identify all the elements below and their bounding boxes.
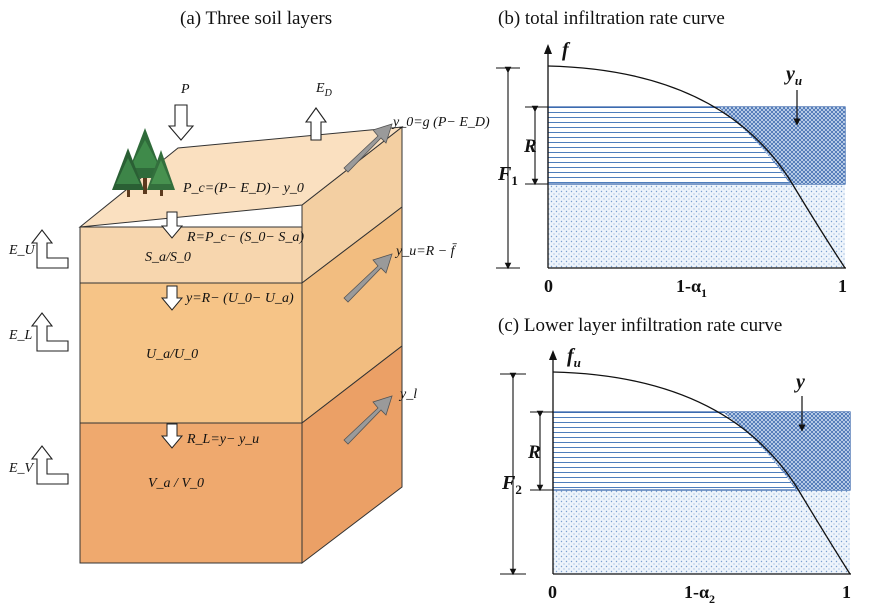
lower-storage-label: U_a/U_0 (146, 347, 198, 362)
panel-b-f1-label: F1 (497, 163, 518, 188)
upper-storage-label: S_a/S_0 (145, 250, 191, 265)
soil-front-upper-layer (79, 226, 303, 284)
panel-c-y-label: y (794, 371, 805, 393)
surface-runoff-arrow-icon (343, 123, 393, 173)
panel-a-title: (a) Three soil layers (180, 8, 332, 29)
soil-front-deep-layer (79, 422, 303, 564)
tree-icon (112, 128, 175, 197)
panel-c-infiltration-curve (552, 371, 851, 575)
panel-b-yu-label: yu (784, 63, 802, 88)
precip-arrow-icon (167, 104, 195, 141)
panel-b-xtick-1-alpha: 1-α1 (676, 276, 707, 300)
evap-lower-label: E_L (8, 328, 33, 343)
panel-b-xtick-0: 0 (544, 276, 553, 296)
panel-c-lower-layer-infiltration-curve: (c) Lower layer infiltration rate curve … (498, 315, 851, 606)
panel-c-y-area (723, 412, 850, 490)
evap-top-label: ED (315, 81, 333, 99)
interflow-arrow-icon (343, 253, 393, 303)
panel-b-dotted-area (548, 184, 845, 268)
panel-c-xtick-1: 1 (842, 582, 851, 602)
panel-c-title: (c) Lower layer infiltration rate curve (498, 315, 782, 336)
panel-c-xtick-0: 0 (548, 582, 557, 602)
evap-deep-arrow-icon (30, 445, 69, 485)
evap-upper-label: E_U (8, 243, 36, 258)
panel-c-dotted-area (553, 490, 850, 574)
panel-b-infiltration-curve (547, 65, 846, 269)
precip-label: P (180, 82, 190, 97)
panel-c-r-label: R (527, 442, 541, 463)
evap-top-arrow-icon (304, 107, 328, 141)
panel-c-y-axis-label: fu (567, 345, 581, 370)
soil-front-lower-layer (79, 282, 303, 424)
panel-c-f2-label: F2 (501, 472, 522, 497)
panel-b-title: (b) total infiltration rate curve (498, 8, 725, 29)
panel-c-y-axis-arrow-icon (549, 350, 557, 360)
evap-upper-arrow-icon (30, 229, 69, 269)
evap-deep-label: E_V (8, 461, 35, 476)
recharge-formula: R=P_c− (S_0− S_a) (186, 230, 304, 245)
panel-b-xtick-1: 1 (838, 276, 847, 296)
evap-lower-arrow-icon (30, 312, 69, 352)
deep-flow-formula: R_L=y− y_u (186, 432, 259, 447)
deep-storage-label: V_a / V_0 (148, 476, 204, 491)
panel-b-total-infiltration-curve: (b) total infiltration rate curve f F1 R… (496, 8, 847, 300)
lower-flow-formula: y=R− (U_0− U_a) (184, 291, 294, 306)
net-precip-formula: P_c=(P− E_D)− y_0 (182, 181, 304, 196)
panel-a-three-soil-layers: (a) Three soil layers P ED (8, 8, 490, 565)
interflow-label: y_u=R − f̄ (394, 243, 457, 259)
panel-b-y-axis-arrow-icon (544, 44, 552, 54)
recharge-arrow-icon (160, 211, 184, 239)
baseflow-label: y_l (398, 387, 417, 402)
panel-b-r-label: R (523, 136, 537, 157)
surface-runoff-label: y_0=g (P− E_D) (391, 115, 490, 130)
panel-c-xtick-1-alpha: 1-α2 (684, 582, 715, 606)
baseflow-arrow-icon (343, 395, 393, 445)
panel-b-y-axis-label: f (562, 39, 571, 61)
panel-b-yu-area (718, 107, 845, 184)
lower-flow-arrow-icon (160, 285, 184, 311)
deep-flow-arrow-icon (160, 423, 184, 449)
